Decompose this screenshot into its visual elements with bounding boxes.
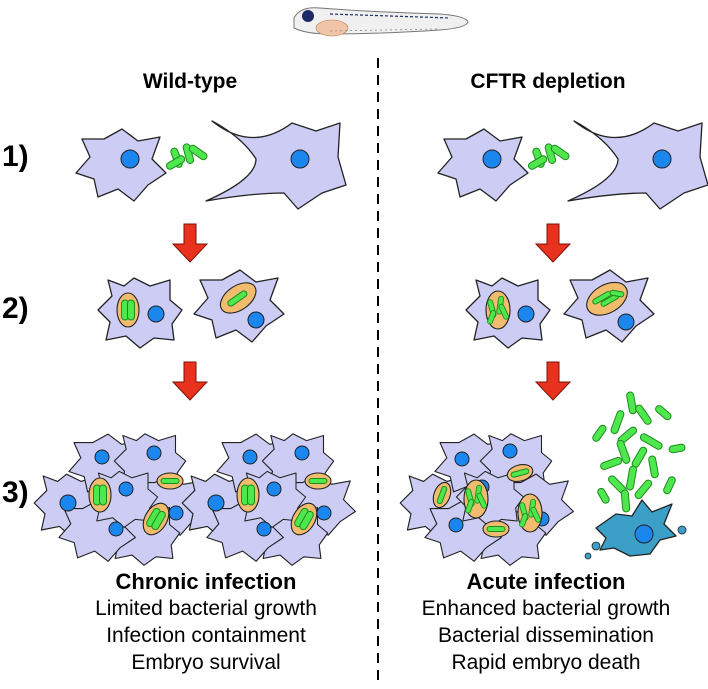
macrophage-cell: [205, 120, 347, 210]
red-arrow-icon: [172, 223, 208, 263]
outcome-right-line-2: Bacterial dissemination: [438, 624, 654, 647]
outcome-right-title: Acute infection: [466, 569, 626, 594]
granuloma: [399, 433, 574, 566]
infected-macrophage: [563, 269, 655, 343]
dying-macrophage: [584, 499, 687, 560]
row1-right: [437, 120, 708, 210]
outcome-left: Chronic infection Limited bacterial grow…: [56, 568, 356, 676]
step-label-3: 3): [2, 476, 29, 509]
outcome-left-line-1: Limited bacterial growth: [95, 597, 317, 620]
bacteria-cluster: [164, 142, 209, 172]
red-arrow-icon: [172, 361, 208, 401]
red-arrow-icon: [535, 361, 571, 401]
outcome-right: Acute infection Enhanced bacterial growt…: [396, 568, 696, 676]
infected-macrophage: [465, 277, 551, 349]
outcome-left-line-2: Infection containment: [106, 624, 306, 647]
outcome-left-title: Chronic infection: [115, 569, 297, 594]
column-title-left: Wild-type: [142, 70, 238, 93]
outcome-left-line-3: Embryo survival: [131, 651, 281, 674]
bacteria-cluster: [526, 142, 571, 172]
bacterial-overgrowth: [592, 391, 686, 513]
row1-left: [75, 120, 347, 210]
column-title-right: CFTR depletion: [470, 70, 626, 93]
granuloma: [181, 433, 356, 566]
macrophage-cell: [75, 128, 167, 202]
row2-left: [97, 269, 285, 349]
infected-macrophage: [193, 269, 285, 343]
red-arrow-icon: [535, 223, 571, 263]
row2-right: [465, 269, 655, 349]
outcome-right-line-3: Rapid embryo death: [451, 651, 641, 674]
step-label-2: 2): [2, 292, 29, 325]
granuloma: [33, 433, 208, 566]
step-label-1: 1): [2, 140, 29, 173]
macrophage-cell: [437, 128, 529, 202]
infected-macrophage: [97, 277, 183, 349]
zebrafish-larva-icon: [293, 7, 469, 37]
macrophage-cell: [567, 120, 708, 210]
outcome-right-line-1: Enhanced bacterial growth: [421, 597, 671, 620]
